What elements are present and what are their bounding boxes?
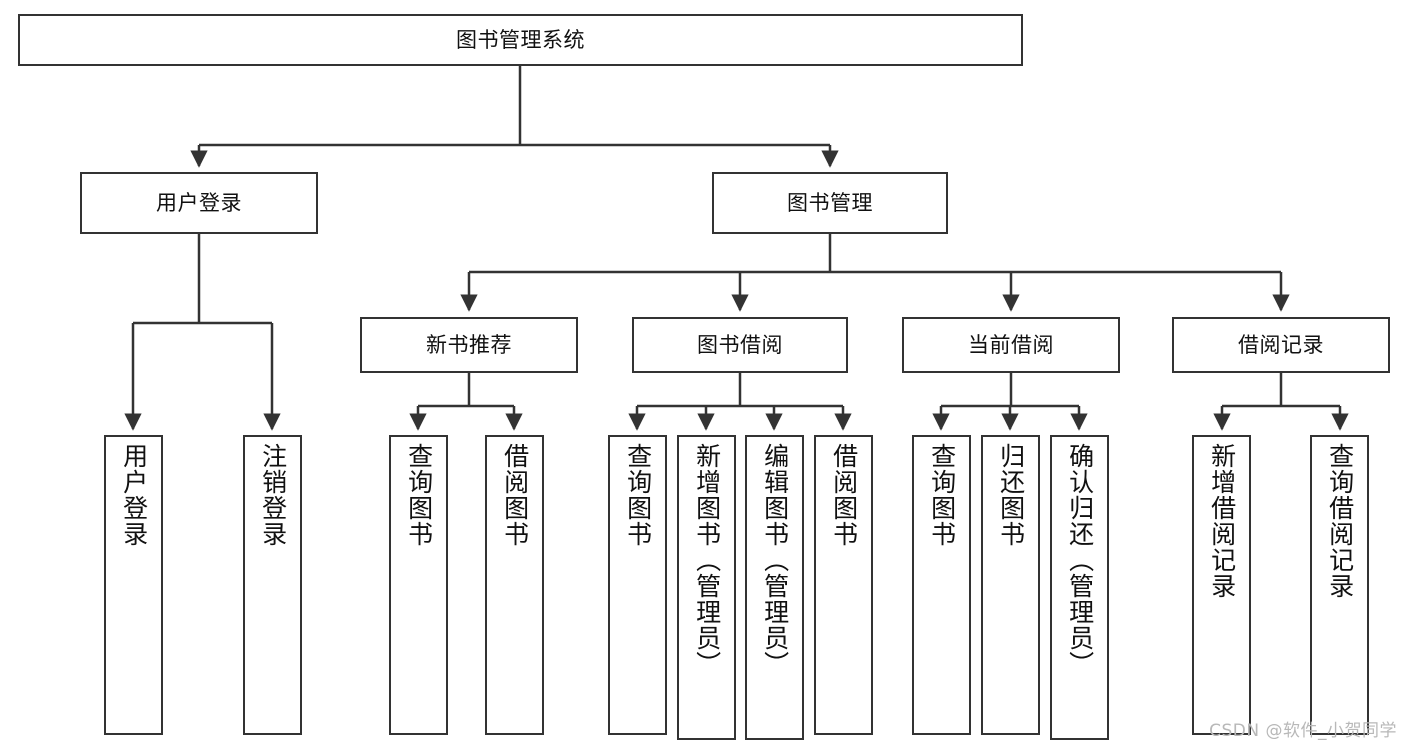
node-leaf-add-record[interactable]: 新增借阅记录 [1192,435,1251,735]
node-leaf-return-book[interactable]: 归还图书 [981,435,1040,735]
node-leaf-borrow-book-2-label: 借阅图书 [829,443,859,547]
node-leaf-query-record[interactable]: 查询借阅记录 [1310,435,1369,735]
node-leaf-return-book-label: 归还图书 [996,443,1026,547]
node-leaf-confirm-return[interactable]: 确认归还（管理员） [1050,435,1109,740]
node-root-label: 图书管理系统 [456,27,585,52]
node-leaf-borrow-book-1-label: 借阅图书 [500,443,530,547]
node-leaf-edit-book-label: 编辑图书（管理员） [760,443,790,677]
node-leaf-query-book-3[interactable]: 查询图书 [912,435,971,735]
node-leaf-query-book-2[interactable]: 查询图书 [608,435,667,735]
node-leaf-confirm-return-label: 确认归还（管理员） [1065,443,1095,677]
node-leaf-edit-book[interactable]: 编辑图书（管理员） [745,435,804,740]
node-current-borrow-label: 当前借阅 [968,332,1054,357]
node-leaf-query-book-1[interactable]: 查询图书 [389,435,448,735]
node-book-borrow-label: 图书借阅 [697,332,783,357]
node-book-management-label: 图书管理 [787,190,873,215]
node-leaf-user-login[interactable]: 用户登录 [104,435,163,735]
node-root[interactable]: 图书管理系统 [18,14,1023,66]
node-leaf-add-book[interactable]: 新增图书（管理员） [677,435,736,740]
node-leaf-borrow-book-1[interactable]: 借阅图书 [485,435,544,735]
node-leaf-query-record-label: 查询借阅记录 [1325,443,1355,599]
node-user-login[interactable]: 用户登录 [80,172,318,234]
node-leaf-query-book-2-label: 查询图书 [623,443,653,547]
node-user-login-label: 用户登录 [156,190,242,215]
node-book-management[interactable]: 图书管理 [712,172,948,234]
node-borrow-record-label: 借阅记录 [1238,332,1324,357]
node-new-book-recommend-label: 新书推荐 [426,332,512,357]
node-leaf-add-book-label: 新增图书（管理员） [692,443,722,677]
node-book-borrow[interactable]: 图书借阅 [632,317,848,373]
node-leaf-user-login-label: 用户登录 [119,443,149,547]
node-leaf-logout-login[interactable]: 注销登录 [243,435,302,735]
node-leaf-borrow-book-2[interactable]: 借阅图书 [814,435,873,735]
node-leaf-query-book-3-label: 查询图书 [927,443,957,547]
node-borrow-record[interactable]: 借阅记录 [1172,317,1390,373]
node-leaf-query-book-1-label: 查询图书 [404,443,434,547]
node-leaf-add-record-label: 新增借阅记录 [1207,443,1237,599]
node-leaf-logout-login-label: 注销登录 [258,443,288,547]
csdn-watermark: CSDN @软件_小贺同学 [1209,721,1397,741]
node-new-book-recommend[interactable]: 新书推荐 [360,317,578,373]
node-current-borrow[interactable]: 当前借阅 [902,317,1120,373]
